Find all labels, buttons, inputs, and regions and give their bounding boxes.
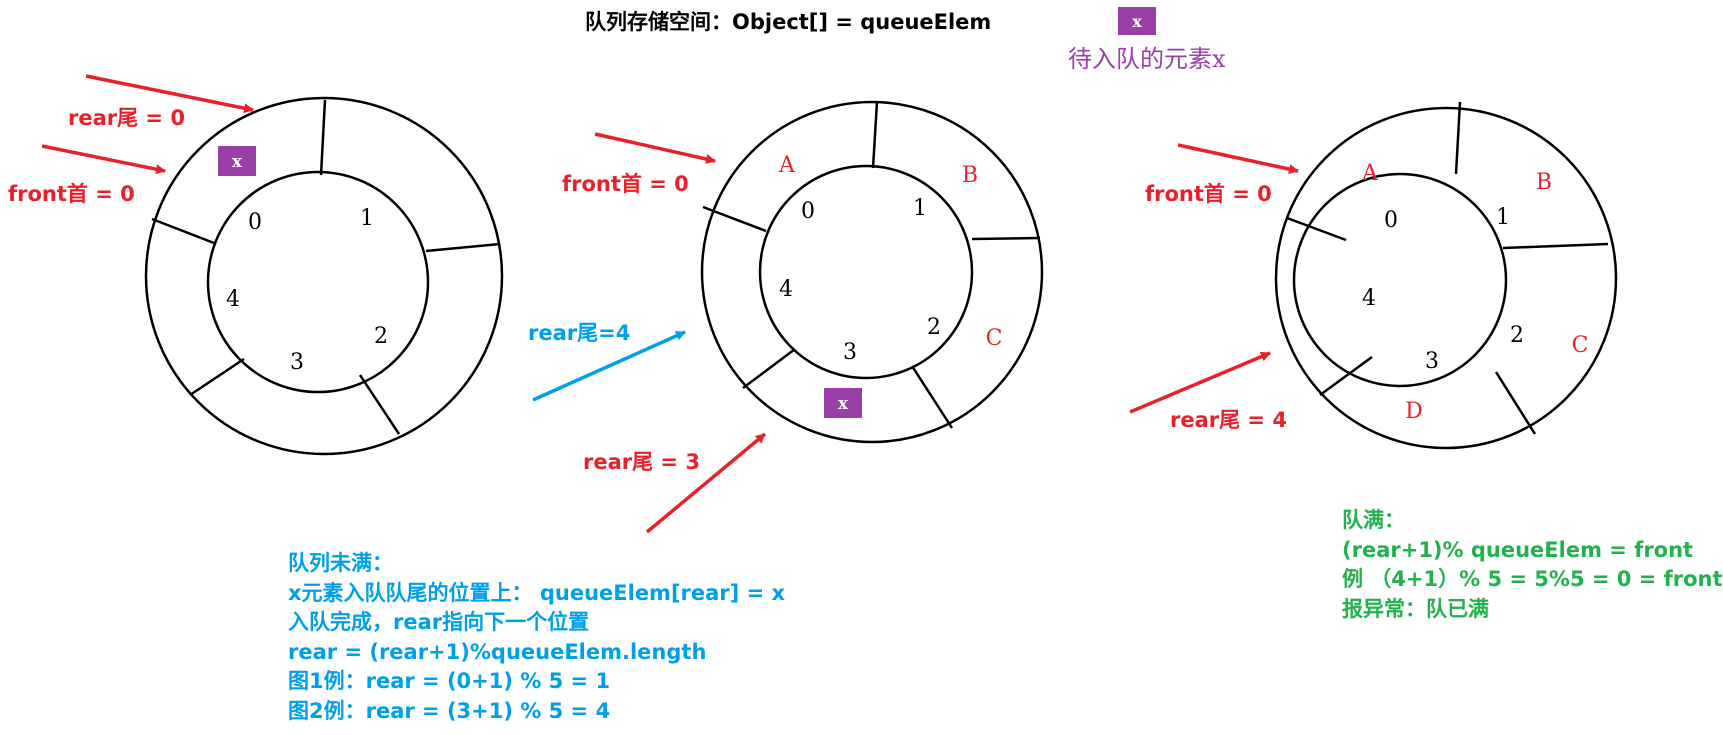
- slot-divider: [702, 205, 767, 233]
- slot-divider: [742, 348, 796, 389]
- note-line: 队列未满：: [288, 551, 393, 575]
- note-line: rear = (rear+1)%queueElem.length: [288, 640, 706, 664]
- slot-index-1: 1: [913, 196, 927, 221]
- element-d: D: [1405, 399, 1423, 424]
- note-line: 图1例：rear = (0+1) % 5 = 1: [288, 669, 610, 693]
- pending-element-box: [1118, 7, 1156, 35]
- rear-old-pointer-label: rear尾 = 3: [583, 450, 700, 474]
- rear-old-pointer-arrow: [645, 432, 767, 534]
- note-line: 例 （4+1）% 5 = 5%5 = 0 = front: [1342, 567, 1723, 591]
- pending-element-caption: 待入队的元素x: [1068, 45, 1226, 73]
- slot-divider: [910, 365, 954, 429]
- inner-ring: [1292, 172, 1508, 388]
- slot-index-0: 0: [248, 210, 262, 235]
- storage-title: 队列存储空间：Object[] = queueElem: [585, 10, 991, 34]
- slot-divider: [151, 217, 215, 245]
- note-line: (rear+1)% queueElem = front: [1342, 538, 1693, 562]
- element-x-box: [824, 388, 862, 418]
- note-line: 队满：: [1342, 508, 1405, 532]
- circular-queue-diagram-1: 0 1 2 3 4 x rear尾 = 0 front首 = 0: [8, 74, 504, 456]
- slot-index-2: 2: [1510, 323, 1524, 348]
- outer-ring: [700, 100, 1044, 444]
- slot-index-3: 3: [843, 340, 857, 365]
- slot-index-0: 0: [1384, 208, 1398, 233]
- inner-ring: [758, 164, 974, 380]
- front-pointer-label: front首 = 0: [562, 172, 689, 196]
- element-a: A: [1361, 161, 1379, 186]
- note-line: 图2例：rear = (3+1) % 5 = 4: [288, 699, 610, 723]
- rear-pointer-arrow: [85, 74, 254, 114]
- element-c: C: [1572, 333, 1589, 358]
- slot-divider: [425, 242, 501, 253]
- circular-queue-diagram-3: 0 1 2 3 4 A B C D front首 = 0 rear尾 = 4: [1129, 101, 1618, 450]
- rear-new-pointer-arrow: [532, 330, 686, 402]
- outer-ring: [144, 96, 504, 456]
- front-pointer-arrow: [594, 132, 716, 164]
- slot-divider: [358, 374, 401, 435]
- front-pointer-label: front首 = 0: [1145, 182, 1272, 206]
- front-pointer-arrow: [41, 144, 166, 175]
- element-x-label: x: [838, 394, 849, 414]
- slot-divider: [319, 99, 327, 176]
- rear-pointer-label: rear尾 = 4: [1170, 408, 1287, 432]
- rear-pointer-arrow: [1129, 351, 1271, 414]
- slot-divider: [1319, 355, 1373, 397]
- front-pointer-label: front首 = 0: [8, 182, 135, 206]
- notes-queue-not-full: 队列未满： x元素入队队尾的位置上： queueElem[rear] = x 入…: [288, 551, 785, 723]
- inner-ring: [206, 170, 430, 394]
- slot-divider: [189, 357, 245, 397]
- slot-index-3: 3: [290, 350, 304, 375]
- slot-divider: [1454, 101, 1462, 175]
- slot-divider: [871, 101, 879, 169]
- pending-element-box-label: x: [1132, 12, 1142, 31]
- slot-index-3: 3: [1425, 349, 1439, 374]
- slot-index-4: 4: [226, 287, 240, 312]
- element-x-label: x: [232, 152, 243, 172]
- note-line: 入队完成，rear指向下一个位置: [288, 610, 589, 634]
- notes-queue-full: 队满： (rear+1)% queueElem = front 例 （4+1）%…: [1342, 508, 1723, 621]
- element-b: B: [962, 163, 978, 188]
- slot-divider: [1502, 242, 1609, 250]
- slot-index-4: 4: [779, 277, 793, 302]
- slot-divider: [1286, 216, 1347, 242]
- slot-index-1: 1: [360, 206, 374, 231]
- slot-index-0: 0: [801, 199, 815, 224]
- element-x-box: [218, 146, 256, 176]
- element-c: C: [986, 326, 1003, 351]
- slot-index-2: 2: [927, 315, 941, 340]
- front-pointer-arrow: [1177, 143, 1299, 174]
- element-a: A: [778, 153, 796, 178]
- slot-index-1: 1: [1496, 205, 1510, 230]
- rear-pointer-label: rear尾 = 0: [68, 106, 185, 130]
- slot-divider: [971, 236, 1041, 241]
- circular-queue-diagram-2: 0 1 2 3 4 A B C x front首 = 0 rear尾=4 rea…: [528, 100, 1044, 534]
- slot-index-4: 4: [1362, 286, 1376, 311]
- rear-new-pointer-label: rear尾=4: [528, 321, 630, 345]
- outer-ring: [1274, 106, 1618, 450]
- element-b: B: [1536, 170, 1552, 195]
- note-line: 报异常：队已满: [1342, 597, 1489, 621]
- slot-index-2: 2: [374, 324, 388, 349]
- slot-divider: [1494, 371, 1537, 435]
- note-line: x元素入队队尾的位置上： queueElem[rear] = x: [288, 581, 785, 605]
